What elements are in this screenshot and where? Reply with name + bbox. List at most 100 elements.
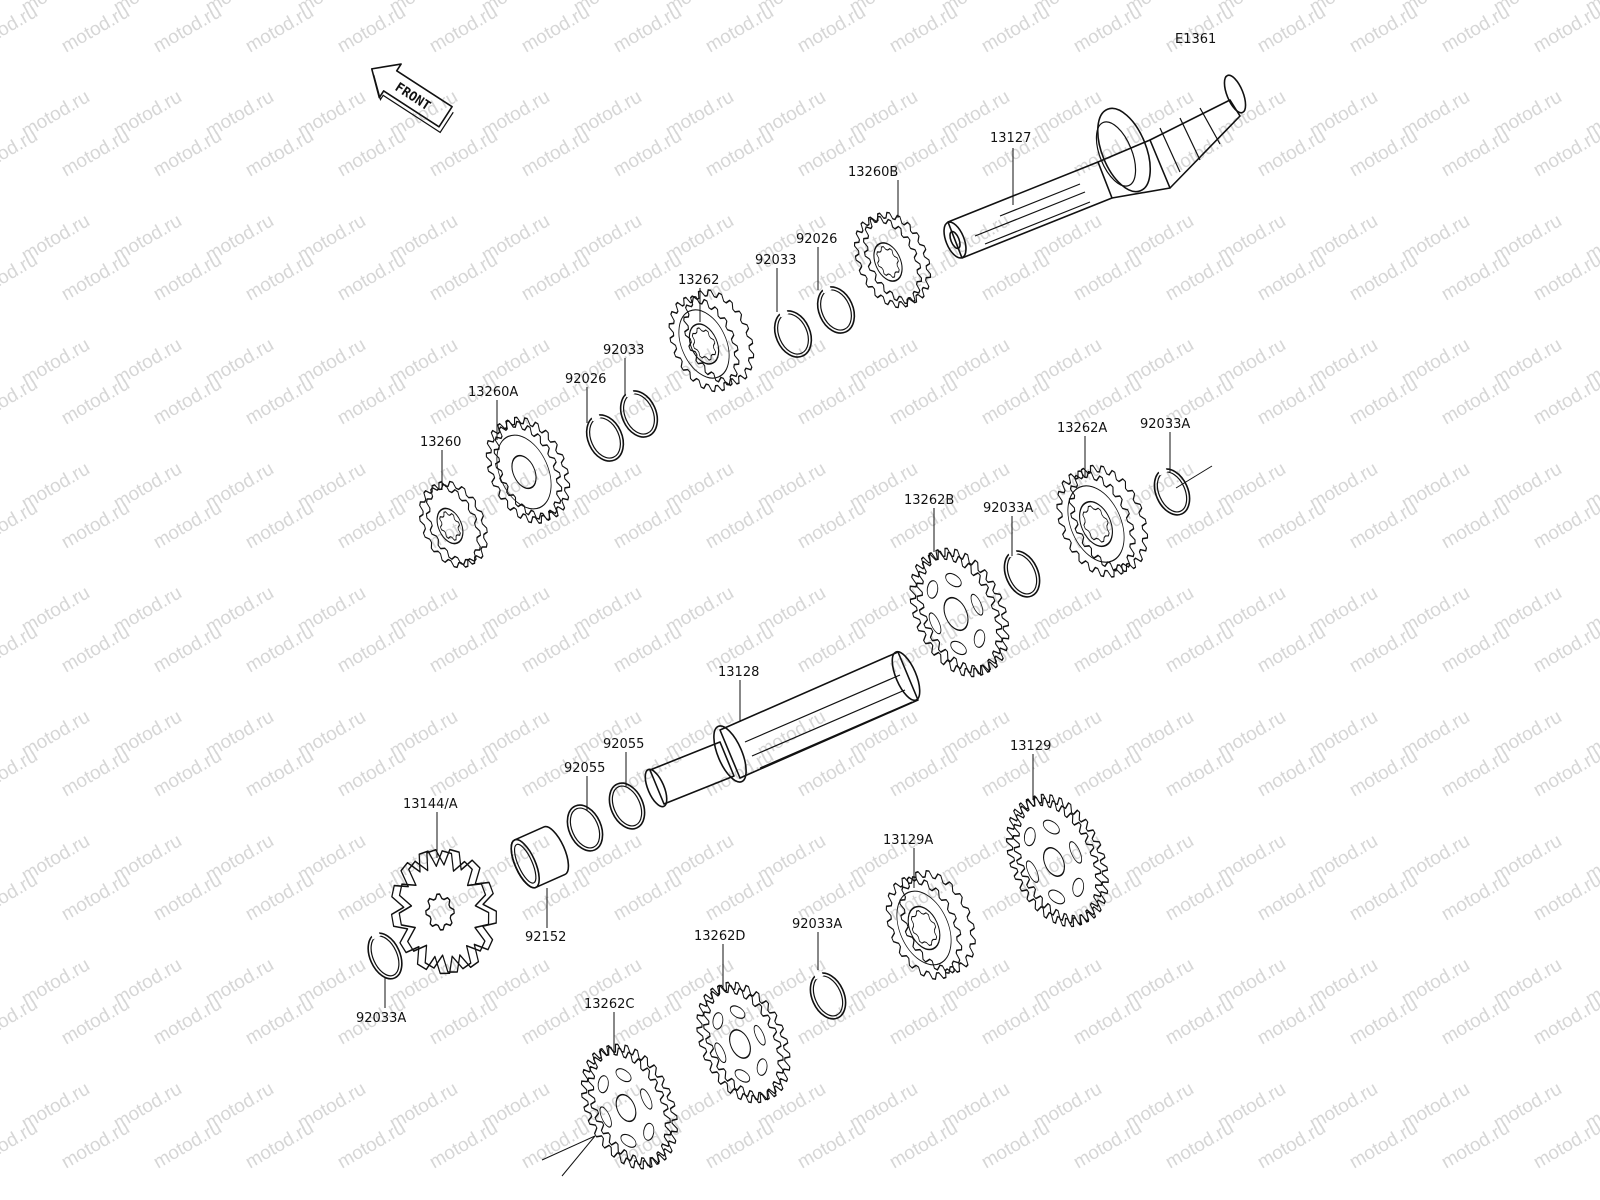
watermark-text: motod.ru [1438, 621, 1513, 677]
watermark-text: motod.ru [1162, 125, 1237, 181]
watermark-text: motod.ru [58, 1, 133, 57]
watermark-text: motod.ru [518, 1, 593, 57]
watermark-text: motod.ru [1438, 497, 1513, 553]
part-label-13262b[interactable]: 13262B [904, 493, 954, 508]
watermark-text: motod.ru [1530, 1, 1600, 57]
part-label-92033-mid[interactable]: 92033 [603, 343, 644, 358]
watermark-text: motod.ru [1254, 869, 1329, 925]
watermark-text: motod.ru [1346, 621, 1421, 677]
watermark-text: motod.ru [1346, 125, 1421, 181]
watermark-text: motod.ru [702, 745, 777, 801]
watermark-text: motod.ru [978, 373, 1053, 429]
watermark-text: motod.ru [1530, 125, 1600, 181]
watermark-text: motod.ru [1530, 993, 1600, 1049]
watermark-text: motod.ru [242, 373, 317, 429]
gear-13262a [1056, 464, 1149, 578]
watermark-text: motod.ru [1438, 993, 1513, 1049]
watermark-text: motod.ru [1162, 1, 1237, 57]
part-label-92033a-top[interactable]: 92033A [1140, 417, 1190, 432]
watermark-text: motod.ru [1438, 745, 1513, 801]
watermark-text: motod.ru [58, 249, 133, 305]
watermark-text: motod.ru [242, 249, 317, 305]
watermark-text: motod.ru [610, 745, 685, 801]
watermark-text: motod.ru [426, 621, 501, 677]
watermark-text: motod.ru [0, 621, 41, 677]
circlip-92033a-low [809, 970, 847, 1020]
watermark-text: motod.ru [610, 125, 685, 181]
watermark-text: motod.ru [242, 993, 317, 1049]
watermark-text: motod.ru [150, 869, 225, 925]
part-label-92033a-mid[interactable]: 92033A [983, 501, 1033, 516]
watermark-text: motod.ru [1070, 993, 1145, 1049]
watermark-text: motod.ru [1162, 993, 1237, 1049]
watermark-text: motod.ru [794, 373, 869, 429]
part-label-92033a-low[interactable]: 92033A [792, 917, 842, 932]
watermark-text: motod.ru [610, 249, 685, 305]
watermark-text: motod.ru [242, 125, 317, 181]
part-label-92026-top[interactable]: 92026 [796, 232, 837, 247]
part-label-92055-a[interactable]: 92055 [564, 761, 605, 776]
gear-13129a [885, 870, 976, 980]
watermark-text: motod.ru [702, 497, 777, 553]
watermark-text: motod.ru [1438, 373, 1513, 429]
watermark-text: motod.ru [0, 373, 41, 429]
watermark-text: motod.ru [1254, 497, 1329, 553]
watermark-text: motod.ru [794, 745, 869, 801]
part-label-92033-top[interactable]: 92033 [755, 253, 796, 268]
part-label-92026-mid[interactable]: 92026 [565, 372, 606, 387]
gear-13129 [1006, 793, 1109, 928]
watermark-text: motod.ru [334, 621, 409, 677]
gear-13262b [909, 547, 1010, 678]
watermark-text: motod.ru [1438, 869, 1513, 925]
watermark-text: motod.ru [0, 125, 41, 181]
circlip-92033a-top [1153, 466, 1191, 516]
watermark-text: motod.ru [150, 621, 225, 677]
watermark-text: motod.ru [1346, 1, 1421, 57]
watermark-text: motod.ru [1530, 745, 1600, 801]
part-label-13129a[interactable]: 13129A [883, 833, 933, 848]
watermark-text: motod.ru [794, 249, 869, 305]
part-label-13262[interactable]: 13262 [678, 273, 719, 288]
leader-lines [384, 148, 1213, 1177]
watermark-text: motod.ru [978, 1117, 1053, 1173]
part-label-13144a[interactable]: 13144/A [403, 797, 458, 812]
part-label-13260[interactable]: 13260 [420, 435, 461, 450]
watermark-text: motod.ru [0, 86, 2, 142]
watermark-text: motod.ru [334, 373, 409, 429]
watermark-text: motod.ru [426, 1117, 501, 1173]
part-label-13262d[interactable]: 13262D [694, 929, 745, 944]
watermark-text: motod.ru [334, 869, 409, 925]
shaft-13128 [644, 650, 921, 808]
part-label-13127[interactable]: 13127 [990, 131, 1031, 146]
part-label-92152[interactable]: 92152 [525, 930, 566, 945]
part-label-92033a-left[interactable]: 92033A [356, 1011, 406, 1026]
circlip-92033a-left [367, 930, 403, 980]
watermark-text: motod.ru [58, 745, 133, 801]
o-ring-92055-a [566, 804, 604, 852]
gear-13260 [419, 480, 488, 569]
part-label-92055-b[interactable]: 92055 [603, 737, 644, 752]
part-label-13128[interactable]: 13128 [718, 665, 759, 680]
part-label-13262c[interactable]: 13262C [584, 997, 634, 1012]
watermark-text: motod.ru [1070, 745, 1145, 801]
watermark-text: motod.ru [0, 954, 2, 1010]
watermark-text: motod.ru [1346, 249, 1421, 305]
part-label-13262a[interactable]: 13262A [1057, 421, 1107, 436]
watermark-text: motod.ru [1254, 621, 1329, 677]
watermark-text: motod.ru [0, 497, 41, 553]
part-label-13129[interactable]: 13129 [1010, 739, 1051, 754]
watermark-text: motod.ru [1162, 249, 1237, 305]
part-label-13260b[interactable]: 13260B [848, 165, 898, 180]
watermark-text: motod.ru [58, 497, 133, 553]
watermark-text: motod.ru [518, 1117, 593, 1173]
watermark-text: motod.ru [426, 993, 501, 1049]
watermark-text: motod.ru [242, 497, 317, 553]
circlip-92026-top [816, 284, 856, 334]
watermark-text: motod.ru [334, 497, 409, 553]
watermark-text: motod.ru [150, 993, 225, 1049]
watermark-text: motod.ru [518, 497, 593, 553]
watermark-text: motod.ru [1438, 125, 1513, 181]
part-label-13260a[interactable]: 13260A [468, 385, 518, 400]
watermark-text: motod.ru [794, 1, 869, 57]
